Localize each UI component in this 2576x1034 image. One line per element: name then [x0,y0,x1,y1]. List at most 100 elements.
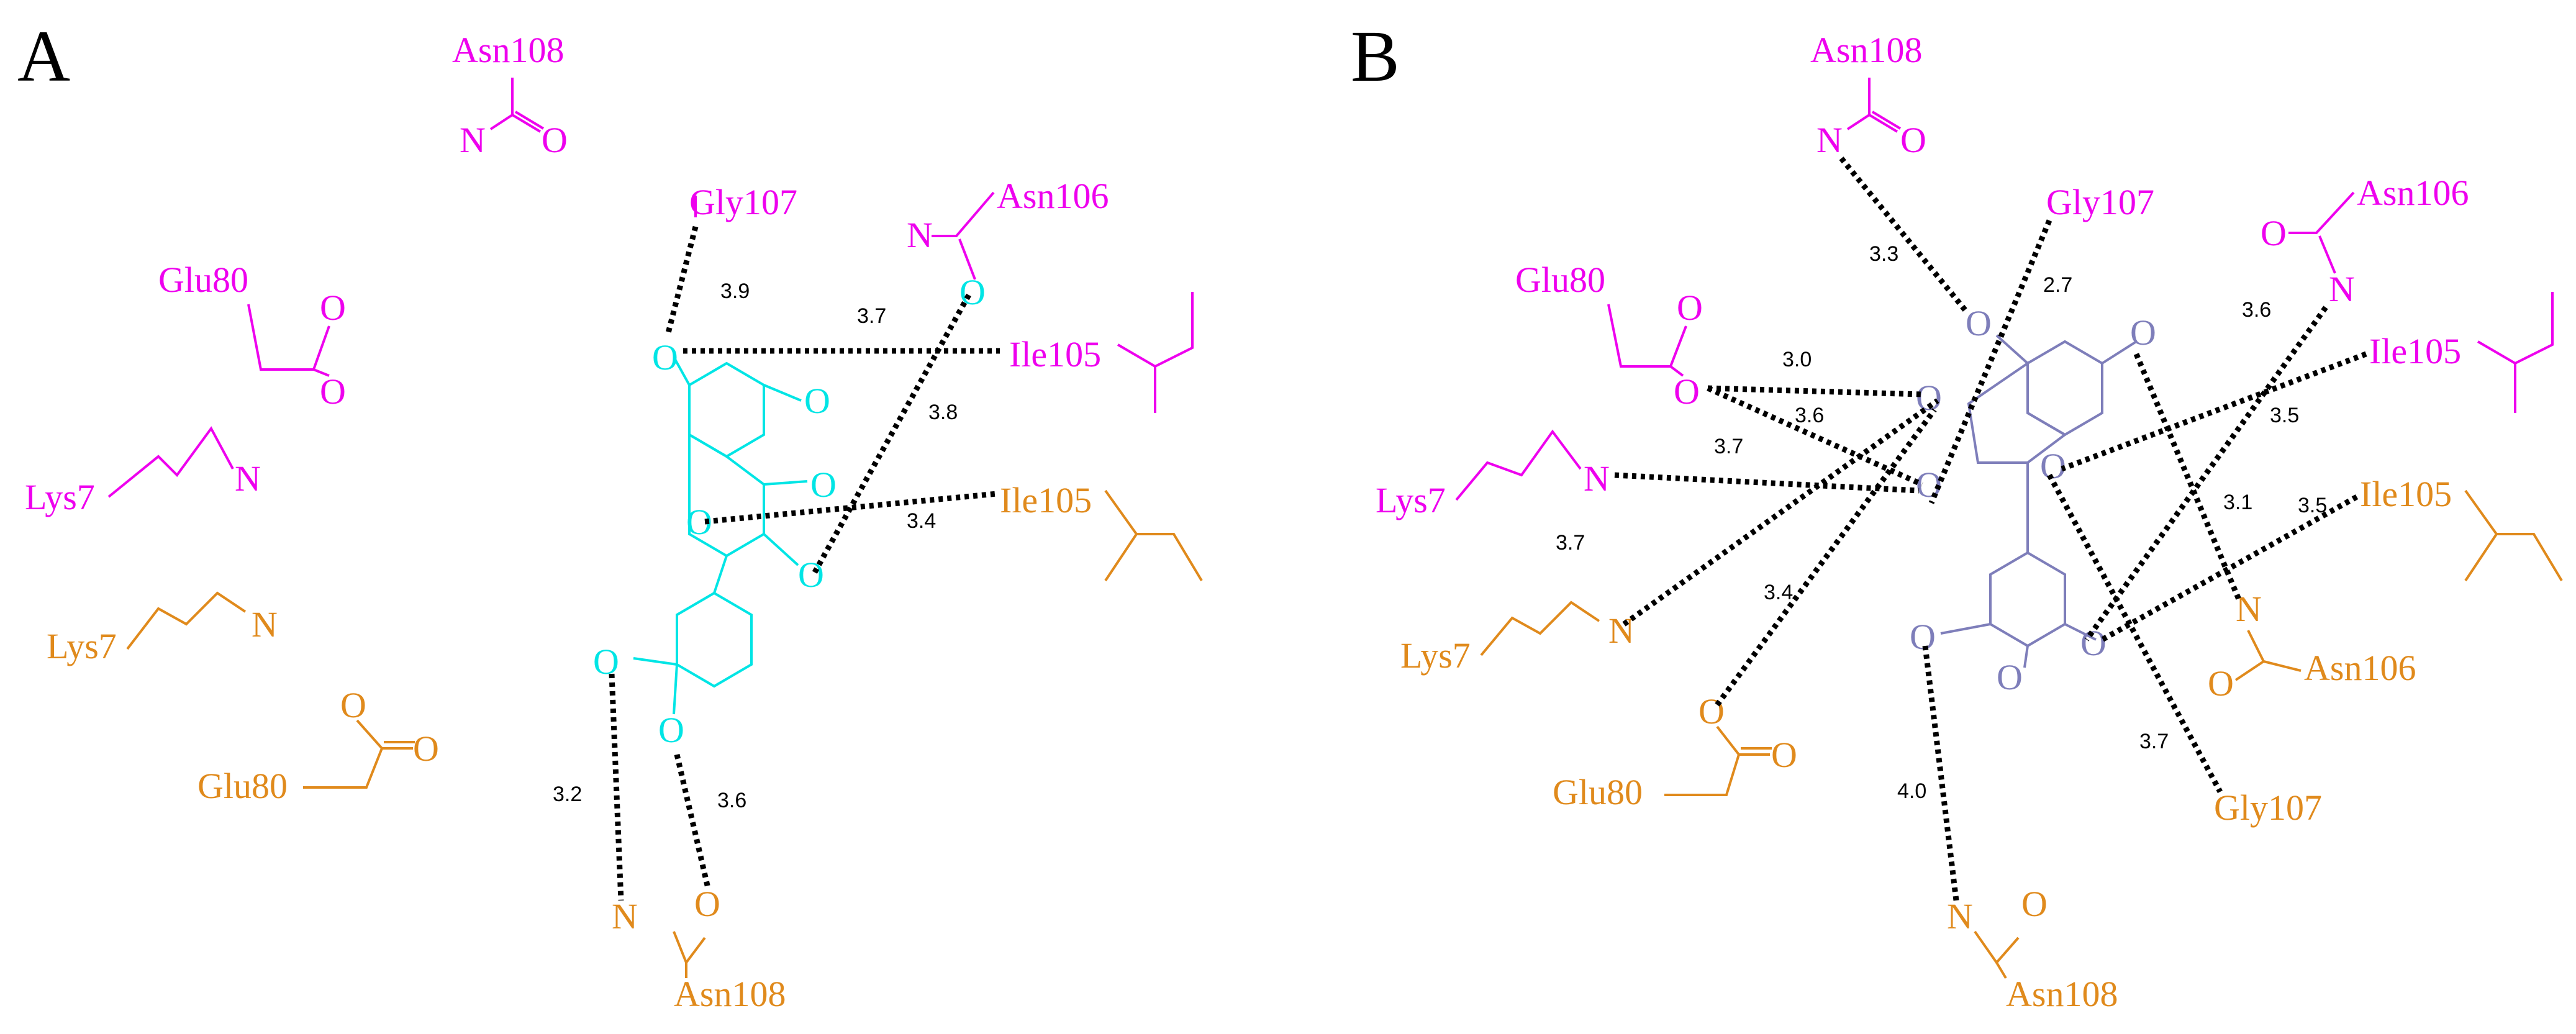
panel-a-res-gly107: Gly107 [689,182,797,222]
panel-a-res-lys7-a: Lys7 [25,477,95,517]
panel-b-hbond-lys7-a [1614,472,1920,494]
panel-a-dist-4: 3.4 [907,509,936,533]
panel-a-glu80-b-o2: O [413,728,439,769]
panel-b-res-asn106-b: Asn106 [2304,648,2416,688]
panel-a-asn108-o: O [542,120,568,160]
panel-a-asn108-sidechain [489,78,514,130]
panel-a-ring-o-top [673,356,691,386]
panel-a-asn108-b-sidechain [673,931,706,966]
panel-a-ring-o-bl [633,657,678,666]
panel-a-lig-o3: O [810,465,837,505]
panel-b-lys7-b-sidechain [1480,601,1600,656]
panel-b-hbond-asn106 [2084,306,2328,642]
panel-b-ligand: O O O O O O O O [1910,303,2156,697]
panel-b-res-asn108: Asn108 [1810,30,1922,70]
panel-a-hbond-asn108-b-o [674,753,711,889]
panel-b-asn108-sidechain [1846,78,1871,130]
panel-a-ring-link [713,555,728,594]
panel-b-res-glu80-b: Glu80 [1553,772,1643,812]
panel-a-res-asn108-b: Asn108 [674,974,786,1014]
panel-a-dist-5: 3.2 [553,782,582,806]
panel-a-asn106-n: N [907,215,933,255]
panel-a: A Asn108 N O Gly107 Asn106 N Glu80 O O [17,16,1203,1014]
panel-a-glu80-sidechain [247,304,314,371]
panel-b-res-glu80: Glu80 [1515,260,1605,300]
panel-b-hbond-gly107 [1928,219,2052,504]
panel-b-glu80-co1 [1669,325,1687,367]
panel-b-asn108-b-sidechain [1974,930,2020,965]
panel-b: B Asn108 N O Gly107 Asn106 O N Glu80 O O [1351,16,2563,1014]
panel-b-res-lys7-a: Lys7 [1376,480,1446,520]
panel-a-ligand: O O O O O O O O [593,272,986,750]
panel-a-glu80-b-sidechain [303,748,383,789]
panel-a-asn106-sidechain [932,191,995,237]
panel-b-dist-3: 3.6 [2242,298,2271,322]
panel-b-hbond-ile105-b [2100,494,2359,642]
panel-b-hbond-asn108-b [1922,645,1959,901]
panel-a-res-lys7-b: Lys7 [47,626,117,666]
panel-a-ring-o-br [673,664,678,715]
panel-b-res-gly107-b: Gly107 [2214,787,2322,828]
panel-b-asn106-o: O [2261,213,2287,253]
panel-b-dist-5: 3.6 [1795,404,1824,427]
panel-b-asn106-n: N [2329,269,2355,309]
panel-b-glu80-b-o2: O [1771,735,1797,775]
panel-b-asn108-co2 [1871,111,1902,130]
panel-b-dist-7: 3.5 [2270,404,2299,427]
panel-a-dist-1: 3.9 [720,279,750,303]
panel-a-asn108-b-o: O [694,884,720,924]
panel-a-asn108-b-n: N [612,896,638,936]
panel-a-hbond-asn108-b-n [609,673,624,901]
panel-b-lys7-a-n: N [1584,458,1610,499]
panel-a-lys7-b-sidechain [126,591,247,650]
panel-b-lys7-a-sidechain [1455,429,1582,501]
panel-a-asn108-co [511,114,542,133]
panel-b-hbond-gly107-b [2047,473,2223,794]
panel-b-dist-10: 3.7 [1556,531,1585,555]
panel-a-res-glu80-b: Glu80 [197,766,288,806]
panel-b-dist-1: 3.3 [1869,242,1898,266]
panel-a-dist-3: 3.8 [928,401,958,424]
panel-b-ring-o-br [2064,623,2097,641]
panel-b-lig-o8: O [2080,623,2107,663]
panel-b-glu80-b-o1: O [1698,691,1725,732]
panel-a-glu80-o1: O [320,288,346,328]
panel-b-asn106-b-o: O [2208,663,2234,704]
panel-b-hbond-ile105-a [2061,351,2367,472]
panel-a-res-glu80: Glu80 [158,260,248,300]
panel-b-dist-6: 3.7 [1714,435,1743,458]
panel-b-dist-9: 3.5 [2298,494,2327,517]
panel-a-res-ile105-b: Ile105 [1000,480,1092,520]
panel-b-hbonds: 3.3 2.7 3.6 3.0 3.6 3.7 3.5 3.1 3.5 3.7 … [1556,156,2367,901]
panel-a-lig-o2: O [804,381,830,421]
panel-a-lig-o1: O [652,337,678,378]
panel-b-res-asn106: Asn106 [2357,173,2469,213]
panel-a-ring-o-right [763,384,802,402]
panel-b-dist-4: 3.0 [1782,348,1812,371]
panel-b-asn106-sidechain [2288,191,2355,234]
panel-b-res-ile105-b: Ile105 [2360,474,2452,514]
panel-b-lig-o3: O [1916,378,1942,418]
panel-b-glu80-o1: O [1677,288,1703,328]
panel-a-res-asn106: Asn106 [997,176,1109,216]
panel-a-res-ile105-a: Ile105 [1009,334,1101,374]
panel-a-chain2-residues: Ile105 Lys7 N Glu80 O O Asn108 N O [47,480,1203,1014]
panel-a-dist-6: 3.6 [717,789,746,812]
panel-a-hbond-asn106 [811,293,971,576]
panel-b-asn106-cn [2318,235,2336,274]
panel-a-lys7-a-sidechain [107,426,234,498]
panel-b-hbond-lys7-b [1622,398,1939,627]
panel-b-dist-13: 4.0 [1897,779,1926,803]
panel-b-asn108-b-o: O [2021,884,2048,924]
panel-a-hbond-ile105-b [704,491,997,525]
panel-a-lys7-b-n: N [252,604,278,645]
panel-b-glu80-o2: O [1674,371,1700,412]
panel-b-asn106-b-co [2234,660,2265,681]
panel-b-ring-o-left [1995,334,2029,365]
panel-b-ile105-b-sidechain [2464,489,2563,582]
panel-b-ile105-b-branch [2464,533,2498,582]
panel-b-chain2-residues: Ile105 Lys7 N Asn106 N O Glu80 O O Gly10… [1400,474,2563,1014]
panel-b-res-gly107: Gly107 [2046,182,2154,222]
panel-b-glu80-b-co1 [1716,725,1740,756]
